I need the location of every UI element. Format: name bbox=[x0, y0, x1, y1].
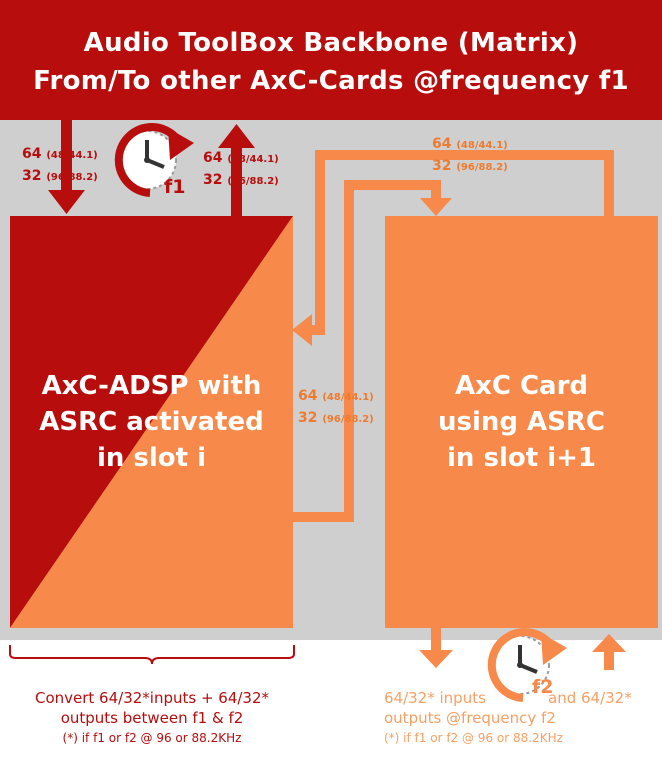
clock-f2-label: f2 bbox=[532, 676, 554, 698]
rate-label-right-top: 64 (48/44.1) 32 (96/88.2) bbox=[432, 136, 508, 174]
clock-f1-label: f1 bbox=[164, 176, 186, 198]
bracket bbox=[9, 645, 295, 665]
right-box-label: AxC Card using ASRC in slot i+1 bbox=[437, 371, 606, 473]
arrow-down-bottom-icon bbox=[419, 628, 453, 668]
left-box bbox=[10, 216, 293, 628]
rate-label-middle: 64 (48/44.1) 32 (96/88.2) bbox=[298, 388, 374, 426]
left-caption: Convert 64/32*inputs + 64/32* outputs be… bbox=[34, 689, 270, 745]
banner bbox=[0, 0, 662, 120]
clock-f1-icon bbox=[114, 123, 194, 197]
clock-f2-icon bbox=[487, 628, 567, 702]
arrow-up-bottom-icon bbox=[592, 634, 626, 670]
right-box bbox=[385, 216, 658, 628]
banner-title: Audio ToolBox Backbone (Matrix) bbox=[83, 28, 579, 58]
route-right-to-left bbox=[308, 150, 614, 335]
rate-label-left-down: 64 (48/44.1) 32 (96/88.2) bbox=[22, 146, 98, 184]
banner-subtitle: From/To other AxC-Cards @frequency f1 bbox=[33, 66, 629, 96]
arrow-left-icon bbox=[292, 314, 312, 346]
arrow-up-icon bbox=[218, 124, 255, 216]
left-box-label: AxC-ADSP with ASRC activated in slot i bbox=[39, 371, 264, 473]
rate-label-left-up: 64 (48/44.1) 32 (96/88.2) bbox=[203, 150, 279, 188]
arrow-down-orange-icon bbox=[420, 198, 452, 216]
arrow-down-icon bbox=[48, 120, 85, 214]
route-left-to-right bbox=[293, 180, 441, 522]
right-caption: 64/32* inputs and 64/32* outputs @freque… bbox=[384, 689, 632, 745]
